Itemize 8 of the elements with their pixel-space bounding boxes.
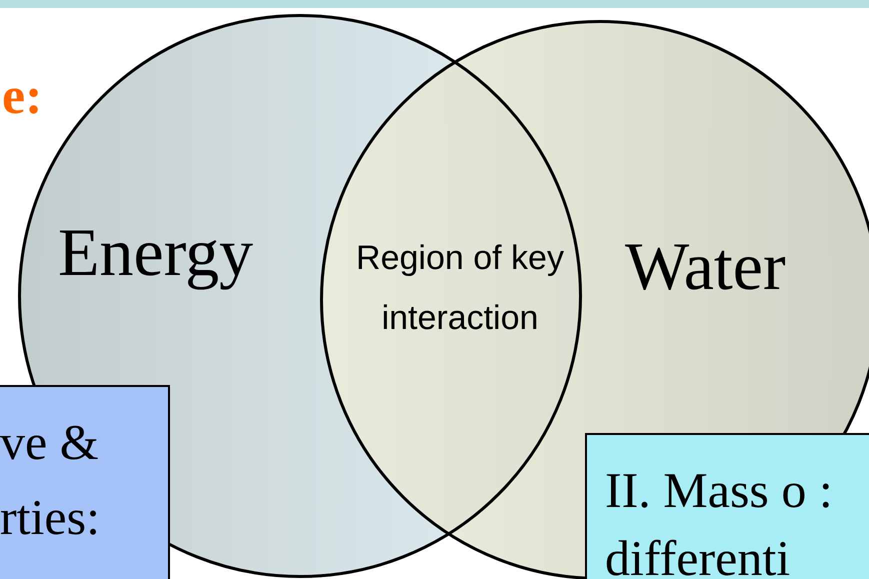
- region-label: Region of key interaction: [355, 238, 565, 338]
- box-text: II. Mass o : differenti: [605, 461, 834, 579]
- property-box: [585, 433, 869, 579]
- box-text: ve & rties:: [0, 413, 101, 547]
- property-box: [0, 385, 170, 579]
- circle-label: Water: [625, 227, 787, 306]
- heading-fragment: e:: [2, 67, 42, 127]
- circle-label: Energy: [58, 213, 254, 292]
